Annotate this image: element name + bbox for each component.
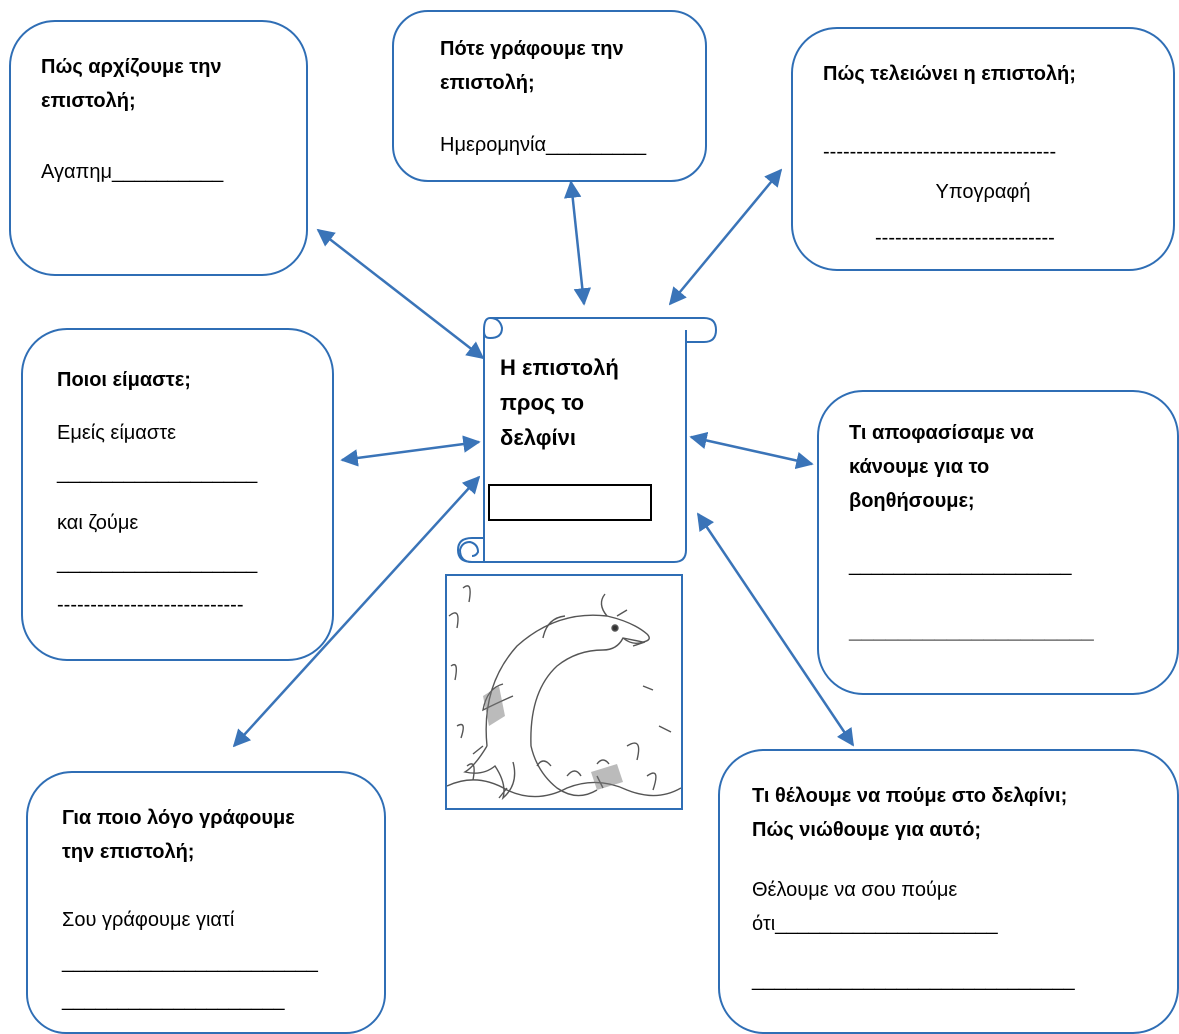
box-what-to-say: Τι θέλουμε να πούμε στο δελφίνι; Πώς νιώ… [718,749,1179,1034]
arrow-when [563,180,592,306]
dolphin-drawing [447,585,681,801]
answer-label-want-to-say: Θέλουμε να σου πούμε [752,879,958,901]
arrow-end [668,168,783,306]
arrow-who [340,435,481,467]
answer-label-we-live: και ζούμε [57,512,139,534]
box-why-we-write: Για ποιο λόγο γράφουμε την επιστολή; Σου… [26,771,386,1034]
question-letter-date: Πότε γράφουμε την επιστολή; [440,38,624,94]
box-who-we-are: Ποιοι είμαστε; Εμείς είμαστε ___________… [21,328,334,661]
signature-label: Υπογραφή [935,181,1031,203]
question-what-we-decided: Τι αποφασίσαμε να κάνουμε για το βοηθήσο… [849,422,1034,512]
answer-line-decided-1: ____________________ [849,554,1072,576]
answer-line-want-to-say-2: _____________________________ [752,969,1075,991]
answer-line-because-1: _______________________ [62,951,318,973]
box-what-we-decided: Τι αποφασίσαμε να κάνουμε για το βοηθήσο… [817,390,1179,695]
arrow-decided [689,431,814,470]
question-letter-start: Πώς αρχίζουμε την επιστολή; [41,56,222,112]
arrow-say [696,512,855,747]
question-why-we-write: Για ποιο λόγο γράφουμε την επιστολή; [62,807,295,863]
question-who-we-are: Ποιοι είμαστε; [57,369,191,391]
answer-line-decided-2: ____________________ [849,618,1094,643]
box-letter-date: Πότε γράφουμε την επιστολή; Ημερομηνία__… [392,10,707,182]
question-letter-end: Πώς τελειώνει η επιστολή; [823,63,1076,85]
title-answer-box[interactable] [488,484,652,521]
answer-line-signature: --------------------------- [875,227,1055,249]
answer-line-closing: ----------------------------------- [823,141,1057,163]
box-letter-end: Πώς τελειώνει η επιστολή; --------------… [791,27,1175,271]
answer-label-because: Σου γράφουμε γιατί [62,909,235,931]
scroll-title: Η επιστολή προς το δελφίνι [500,355,619,450]
box-letter-start: Πώς αρχίζουμε την επιστολή; Αγαπημ______… [9,20,308,276]
arrow-start [316,228,485,360]
question-what-to-say: Τι θέλουμε να πούμε στο δελφίνι; Πώς νιώ… [752,785,1068,841]
answer-line-greeting: Αγαπημ__________ [41,161,224,183]
answer-label-we-are: Εμείς είμαστε [57,422,177,444]
answer-line-want-to-say-1: ότι____________________ [752,913,998,935]
answer-line-we-are: __________________ [57,462,258,484]
answer-line-because-2: ____________________ [62,989,285,1011]
answer-line-we-live: __________________ [57,552,258,574]
dolphin-illustration [445,574,683,810]
answer-line-date: Ημερομηνία_________ [440,134,647,156]
answer-line-extra: ---------------------------- [57,594,244,616]
arrow-why [232,475,481,748]
